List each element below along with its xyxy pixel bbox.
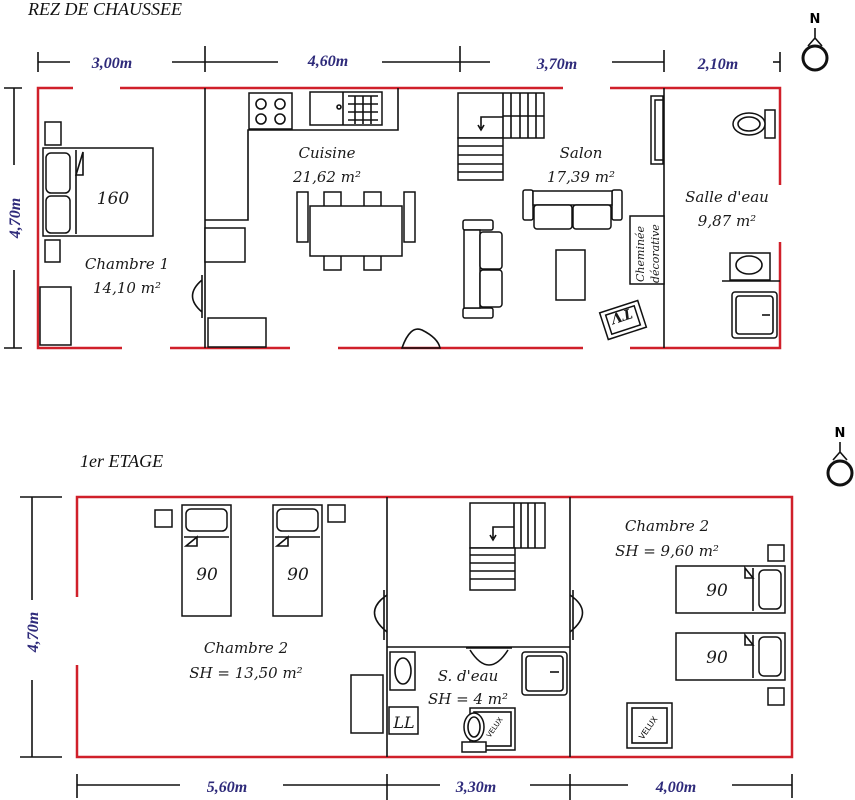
kitchen-unit: [207, 317, 267, 348]
dining-table: [296, 191, 416, 271]
wardrobe: [39, 286, 72, 346]
single-bed: 90: [675, 632, 786, 681]
svg-text:3,30m: 3,30m: [455, 779, 496, 796]
ground-floor-title: REZ DE CHAUSSEE: [27, 0, 182, 19]
entrance-door-icon: [400, 328, 441, 349]
sink-icon: [722, 252, 780, 282]
staircase: [469, 502, 546, 591]
laundry-unit: LL: [388, 706, 419, 735]
svg-text:LL: LL: [392, 713, 414, 732]
room-name: Chambre 2: [204, 639, 288, 657]
velux-window: VELUX: [626, 702, 673, 749]
north-arrow-icon: N: [801, 12, 829, 72]
svg-text:4,00m: 4,00m: [655, 779, 696, 796]
decorative-fireplace: Cheminée décorative: [629, 215, 665, 285]
svg-text:90: 90: [287, 565, 309, 585]
ground-dimensions: 3,00m 4,60m 3,70m 2,10m 4,70m: [4, 46, 781, 349]
room-area: 17,39 m²: [547, 168, 615, 186]
svg-text:4,60m: 4,60m: [307, 53, 348, 70]
room-area: 14,10 m²: [93, 279, 161, 297]
room-area: 21,62 m²: [292, 168, 361, 186]
nightstand: [44, 239, 61, 263]
room-name: Salle d'eau: [685, 188, 769, 206]
svg-text:Cheminée: Cheminée: [634, 225, 647, 282]
svg-text:90: 90: [706, 648, 728, 668]
toilet-icon: [461, 712, 487, 753]
double-bed: 160: [42, 147, 154, 237]
sofa: [522, 189, 623, 230]
room-name: Cuisine: [299, 144, 356, 162]
shower-icon: [521, 651, 568, 696]
svg-text:5,60m: 5,60m: [207, 779, 247, 796]
wardrobe: [350, 674, 384, 734]
first-floor-title: 1er ETAGE: [80, 451, 163, 471]
room-name: S. d'eau: [438, 667, 498, 685]
svg-text:160: 160: [97, 189, 130, 209]
tv-icon: TV: [598, 299, 648, 341]
shower-icon: [731, 291, 778, 339]
door-icon: [191, 275, 203, 318]
svg-text:3,70m: 3,70m: [536, 56, 577, 73]
svg-text:4,70m: 4,70m: [25, 612, 42, 653]
north-arrow-icon: N: [826, 426, 854, 487]
fridge: [204, 227, 246, 263]
room-name: Salon: [560, 144, 603, 162]
single-bed: 90: [675, 565, 786, 614]
room-name: Chambre 1: [85, 255, 169, 273]
room-area: SH = 4 m²: [428, 690, 508, 708]
door-icon: [569, 590, 584, 640]
sofa: [462, 219, 503, 319]
ground-walls: [36, 86, 782, 350]
room-area: 9,87 m²: [698, 212, 756, 230]
first-walls: [75, 495, 794, 759]
svg-text:N: N: [810, 12, 821, 27]
svg-text:TV: TV: [607, 304, 634, 326]
kitchen-counter: [205, 88, 399, 221]
toilet-icon: [732, 109, 776, 139]
coffee-table: [555, 249, 586, 301]
svg-text:3,00m: 3,00m: [91, 55, 132, 72]
svg-text:décorative: décorative: [649, 224, 662, 283]
door-icon: [466, 647, 512, 666]
nightstand: [767, 544, 785, 562]
svg-text:90: 90: [706, 581, 728, 601]
room-area: SH = 13,50 m²: [189, 664, 302, 682]
room-name: Chambre 2: [625, 517, 709, 535]
nightstand: [767, 687, 785, 706]
nightstand: [154, 509, 173, 528]
svg-text:2,10m: 2,10m: [697, 56, 738, 73]
radiator: [650, 95, 664, 165]
single-bed: 90: [181, 504, 232, 617]
nightstand: [44, 121, 62, 146]
first-dimensions: 4,70m 5,60m 3,30m 4,00m: [20, 496, 793, 800]
nightstand: [327, 504, 346, 523]
svg-text:4,70m: 4,70m: [7, 198, 24, 239]
single-bed: 90: [272, 504, 323, 617]
door-icon: [373, 590, 388, 640]
room-area: SH = 9,60 m²: [615, 542, 719, 560]
svg-text:N: N: [835, 426, 846, 441]
staircase: [457, 92, 545, 181]
svg-text:90: 90: [196, 565, 218, 585]
sink-icon: [389, 651, 416, 691]
